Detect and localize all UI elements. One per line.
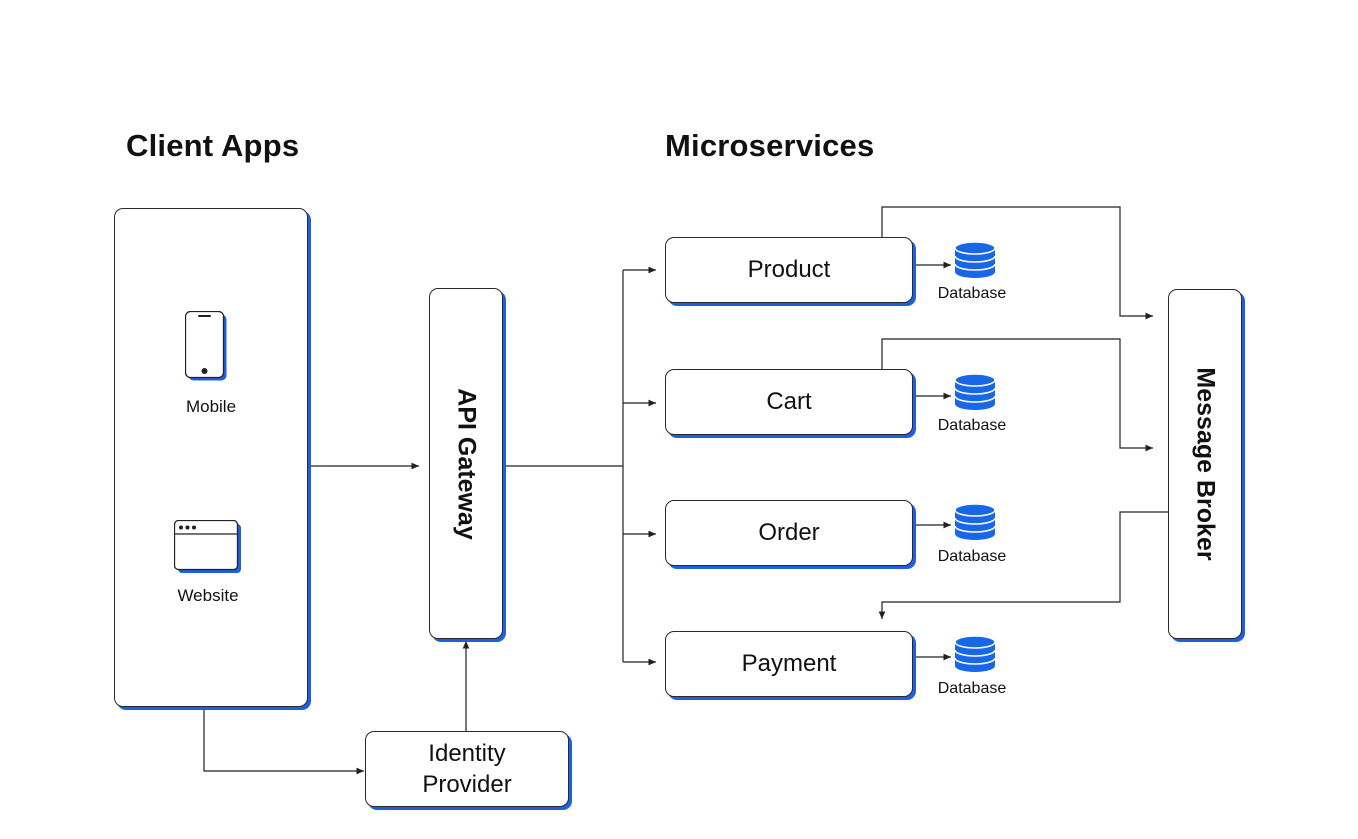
database-icon — [954, 503, 996, 540]
cart-service-box: Cart — [665, 369, 913, 435]
api-gateway-box: API Gateway — [429, 288, 503, 639]
cart-service-label: Cart — [766, 388, 812, 415]
message-broker-label: Message Broker — [1191, 367, 1220, 561]
order-service-label: Order — [758, 519, 820, 546]
identity-provider-box: Identity Provider — [365, 731, 569, 807]
identity-provider-label-line1: Identity — [428, 740, 506, 767]
product-service-label: Product — [747, 256, 831, 283]
order-database-label: Database — [937, 548, 1007, 565]
microservices-heading: Microservices — [665, 128, 875, 163]
cart-database-label: Database — [937, 417, 1007, 434]
broker-to-payment-arrow — [878, 511, 1168, 619]
api-gateway-label: API Gateway — [452, 387, 481, 540]
database-icon — [954, 635, 996, 672]
database-icon — [954, 373, 996, 410]
website-label: Website — [177, 586, 239, 605]
payment-database-label: Database — [937, 680, 1007, 697]
cart-to-broker-arrow — [881, 338, 1153, 452]
smartphone-icon — [185, 311, 227, 381]
client-apps-heading: Client Apps — [126, 128, 300, 163]
product-to-broker-arrow — [881, 206, 1153, 320]
product-service-box: Product — [665, 237, 913, 303]
order-service-box: Order — [665, 500, 913, 566]
browser-window-icon — [174, 520, 241, 573]
client-apps-box: Mobile Website — [114, 208, 308, 707]
mobile-label: Mobile — [185, 397, 237, 416]
payment-service-box: Payment — [665, 631, 913, 697]
identity-provider-label-line2: Provider — [422, 771, 512, 798]
payment-service-label: Payment — [741, 650, 837, 677]
product-database-label: Database — [937, 285, 1007, 302]
client-to-identity-arrow — [203, 707, 364, 775]
database-icon — [954, 241, 996, 278]
message-broker-box: Message Broker — [1168, 289, 1242, 639]
